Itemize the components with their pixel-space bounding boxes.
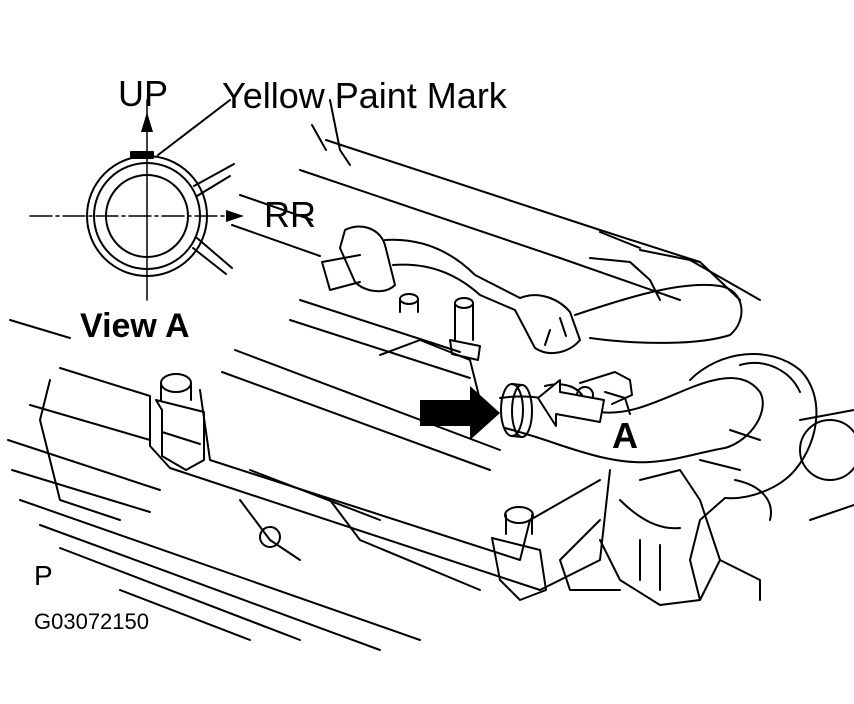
upper-hoses-drawing xyxy=(321,225,761,355)
callout-a-label: A xyxy=(612,415,638,456)
figure-code: G03072150 xyxy=(34,609,149,634)
view-a-title: View A xyxy=(80,307,190,345)
cam-cover-drawing xyxy=(7,99,701,651)
up-direction-label: UP xyxy=(118,73,169,114)
yellow-paint-mark-label: Yellow Paint Mark xyxy=(222,75,507,116)
pcv-hose-drawing xyxy=(499,353,854,606)
pointer-arrows xyxy=(420,379,605,440)
rear-direction-label: RR xyxy=(264,194,316,235)
p-marker-label: P xyxy=(34,560,53,591)
view-a-clamp-drawing xyxy=(29,99,244,301)
